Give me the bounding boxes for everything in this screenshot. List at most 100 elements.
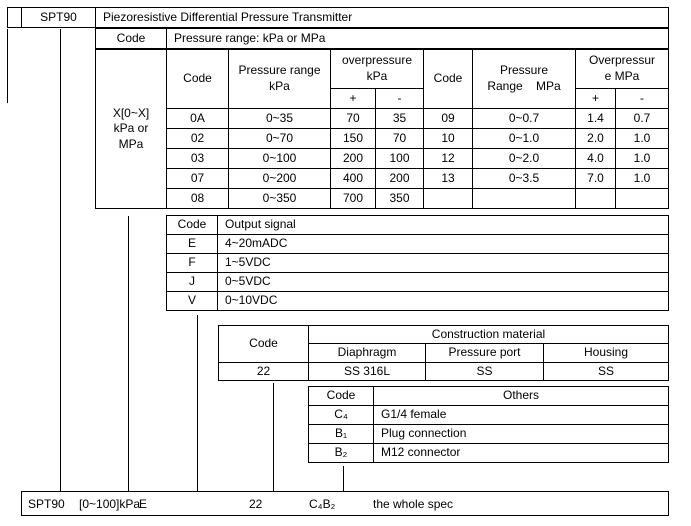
output-signal-table: Code Output signal E 4~20mADC F 1~5VDC J… [166,215,669,311]
construction-row: 22 SS 316L SS SS [218,362,669,381]
mpa-code: 09 [423,108,473,129]
kpa-op-minus: 35 [375,108,424,129]
output-label: 4~20mADC [217,234,669,254]
kpa-op-plus: 70 [330,108,376,129]
pressure-range-table: X[0~X] kPa or MPa Code Pressure range kP… [95,49,669,209]
spec-signal: E [139,496,148,511]
assembled-spec-row: SPT90 [0~100]kPa E 22 C₄B₂ the whole spe… [21,491,669,516]
mpa-op-minus [615,188,669,209]
mpa-code: 13 [423,168,473,189]
mpa-code: 12 [423,148,473,169]
spec-model: SPT90 [28,496,65,511]
output-label: 1~5VDC [217,253,669,273]
construction-table: Code Construction material Diaphragm Pre… [218,325,669,381]
construction-col-diaphragm: Diaphragm [308,343,426,363]
kpa-code: 03 [166,148,229,169]
others-code: C₄ [308,405,374,425]
construction-code: 22 [218,362,309,381]
kpa-op-minus: 200 [375,168,424,189]
construction-heading: Construction material [308,325,669,344]
others-row: B₁ Plug connection [308,424,669,444]
kpa-op-minus: 350 [375,188,424,209]
kpa-range-header: Pressure range kPa [228,49,331,109]
connector-line-others [343,466,344,491]
pressure-side-line2: kPa or [113,121,149,136]
others-row: C₄ G1/4 female [308,405,669,425]
mpa-op-plus: 7.0 [575,168,616,189]
mpa-range: 0~2.0 [472,148,576,169]
construction-pressure-port: SS [425,362,544,381]
pressure-side-label: X[0~X] kPa or MPa [95,49,167,209]
kpa-range: 0~70 [228,128,331,149]
kpa-range: 0~100 [228,148,331,169]
kpa-code: 02 [166,128,229,149]
kpa-range: 0~350 [228,188,331,209]
kpa-code: 0A [166,108,229,129]
kpa-range: 0~35 [228,108,331,129]
kpa-plus-header: + [330,88,376,109]
outer-left-border-line [7,29,8,103]
mpa-range-header: Pressure Range MPa [472,49,576,109]
others-code: B₂ [308,443,374,463]
mpa-overpressure-line1: Overpressur [588,53,656,68]
pressure-row: 03 0~100 200 100 12 0~2.0 4.0 1.0 [96,148,669,169]
spec-range: [0~100]kPa [79,496,141,511]
spec-others: C₄B₂ [309,496,336,511]
pressure-row: 02 0~70 150 70 10 0~1.0 2.0 1.0 [96,128,669,149]
connector-line-pressure-range [128,216,129,491]
pressure-side-line3: MPa [118,136,144,151]
pressure-row: 07 0~200 400 200 13 0~3.5 7.0 1.0 [96,168,669,189]
output-code: F [166,253,218,273]
output-label: 0~10VDC [217,291,669,311]
connector-line-construction [273,383,274,491]
others-table: Code Others C₄ G1/4 female B₁ Plug conne… [308,386,669,463]
output-row: J 0~5VDC [166,272,669,292]
kpa-op-minus: 70 [375,128,424,149]
pressure-code-label: Code [95,28,167,49]
spec-material: 22 [249,496,263,511]
mpa-op-plus [575,188,616,209]
model-header-spacer-cell [7,7,22,28]
pressure-row: 0A 0~35 70 35 09 0~0.7 1.4 0.7 [96,108,669,129]
others-label: G1/4 female [373,405,669,425]
mpa-range-header-line1: Pressure [499,63,549,78]
mpa-plus-header: + [575,88,616,109]
model-title: Piezoresistive Differential Pressure Tra… [95,7,669,28]
mpa-overpressure-line2: e MPa [604,69,640,83]
output-row: E 4~20mADC [166,234,669,254]
model-header-table: SPT90 Piezoresistive Differential Pressu… [7,7,669,28]
spec-note: the whole spec [373,496,454,511]
mpa-code [423,188,473,209]
output-row: V 0~10VDC [166,291,669,311]
others-label: Plug connection [373,424,669,444]
mpa-op-minus: 1.0 [615,168,669,189]
mpa-op-plus: 1.4 [575,108,616,129]
others-code: B₁ [308,424,374,444]
kpa-overpressure-header: overpressure kPa [330,49,424,89]
kpa-op-plus: 400 [330,168,376,189]
kpa-op-minus: 100 [375,148,424,169]
output-code: J [166,272,218,292]
kpa-code: 07 [166,168,229,189]
mpa-op-minus: 0.7 [615,108,669,129]
model-code: SPT90 [21,7,96,28]
mpa-range [472,188,576,209]
mpa-code-header: Code [423,49,473,109]
others-code-header: Code [308,386,374,406]
others-row: B₂ M12 connector [308,443,669,463]
mpa-minus-header: - [615,88,669,109]
mpa-op-plus: 4.0 [575,148,616,169]
others-label: M12 connector [373,443,669,463]
construction-housing: SS [543,362,669,381]
kpa-op-plus: 150 [330,128,376,149]
construction-diaphragm: SS 316L [308,362,426,381]
output-row: F 1~5VDC [166,253,669,273]
mpa-op-minus: 1.0 [615,128,669,149]
pressure-side-line1: X[0~X] [112,105,150,120]
mpa-range: 0~0.7 [472,108,576,129]
kpa-code-header: Code [166,49,229,109]
kpa-op-plus: 200 [330,148,376,169]
kpa-code: 08 [166,188,229,209]
output-heading: Output signal [217,215,669,235]
